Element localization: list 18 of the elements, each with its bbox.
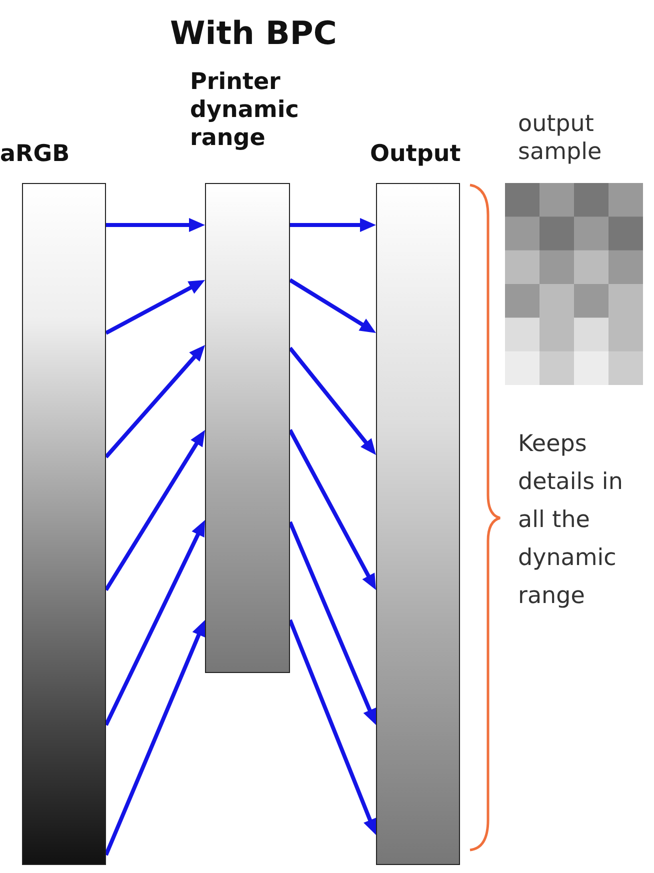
arrow	[106, 218, 205, 232]
arrow	[288, 619, 377, 835]
arrow	[104, 620, 206, 856]
arrow	[105, 280, 205, 335]
column-heading: Printer dynamic range	[190, 68, 300, 152]
arrow	[288, 278, 376, 333]
arrow	[288, 346, 376, 455]
column-heading: output sample	[518, 110, 603, 166]
arrow	[104, 520, 205, 726]
arrow	[104, 345, 205, 458]
note-text: Keeps details in all the dynamic range	[518, 430, 624, 611]
column-heading: aRGB	[0, 140, 71, 168]
arrow	[288, 429, 376, 590]
arrow	[290, 218, 376, 232]
arrow	[104, 430, 205, 592]
arrow	[288, 521, 376, 725]
column-heading: Output	[370, 140, 462, 168]
title: With BPC	[170, 14, 337, 52]
